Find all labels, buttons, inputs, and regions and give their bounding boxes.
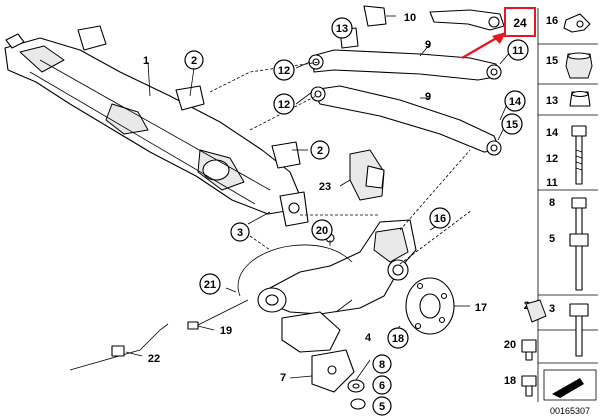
highlight-box [504, 7, 536, 37]
callout-18: 18 [392, 333, 404, 345]
wheel-carrier [257, 219, 417, 353]
callout-19: 19 [220, 325, 232, 337]
sidebar-label-5: 5 [549, 233, 555, 245]
sidebar-label-13: 13 [546, 95, 558, 107]
callout-9-upper: 9 [425, 39, 431, 51]
sidebar-parts: 16 15 13 14 12 11 8 5 3 21 21 [504, 13, 597, 416]
callout-14: 14 [509, 96, 522, 108]
lower-control-arm [310, 85, 502, 156]
sensor-wire [69, 233, 353, 371]
wheel-hub [405, 277, 455, 335]
highlight-24 [461, 7, 536, 60]
sidebar-label-8: 8 [549, 197, 555, 209]
callout-16: 16 [434, 213, 446, 225]
sidebar-dividers [537, 8, 598, 402]
callout-15: 15 [506, 119, 518, 131]
callout-8: 8 [379, 359, 385, 371]
callout-24: 24 [513, 16, 527, 30]
callout-12-lower: 12 [278, 99, 290, 111]
sidebar-label-15: 15 [546, 55, 558, 67]
rear-subframe [4, 25, 309, 227]
callout-13: 13 [336, 23, 348, 35]
sidebar-label-3: 3 [549, 303, 555, 315]
sidebar-label-11: 11 [546, 177, 558, 189]
part-23-bumpstop [349, 149, 385, 201]
part-24-lever [429, 9, 505, 31]
sidebar-label-18: 18 [504, 375, 516, 387]
sidebar-label-20: 20 [504, 339, 516, 351]
callout-6: 6 [379, 380, 385, 392]
callout-11: 11 [512, 45, 524, 57]
callout-1: 1 [143, 55, 149, 67]
washers [347, 379, 366, 410]
direction-arrow-icon [552, 378, 584, 398]
callout-2-lower: 2 [317, 145, 323, 157]
sidebar-label-16: 16 [546, 15, 558, 27]
sidebar-label-12: 12 [546, 153, 558, 165]
bracket-7 [311, 349, 355, 393]
callout-23: 23 [319, 181, 331, 193]
callouts: 1 2 2 3 4 5 6 7 8 9 9 10 11 12 12 13 14 … [143, 12, 529, 416]
callout-12-upper: 12 [278, 65, 290, 77]
callout-22: 22 [148, 353, 160, 365]
callout-3: 3 [237, 227, 243, 239]
callout-17: 17 [475, 302, 487, 314]
callout-20: 20 [316, 225, 328, 237]
callout-21: 21 [204, 279, 216, 291]
sidebar-label-14: 14 [546, 127, 559, 139]
reference-number: 00165307 [550, 406, 590, 416]
callout-4: 4 [365, 332, 372, 344]
callout-7: 7 [280, 372, 286, 384]
upper-control-arm [308, 49, 502, 81]
callout-9-lower: 9 [425, 91, 431, 103]
callout-2-upper: 2 [191, 55, 197, 67]
callout-10: 10 [404, 12, 416, 24]
callout-5: 5 [379, 401, 385, 413]
